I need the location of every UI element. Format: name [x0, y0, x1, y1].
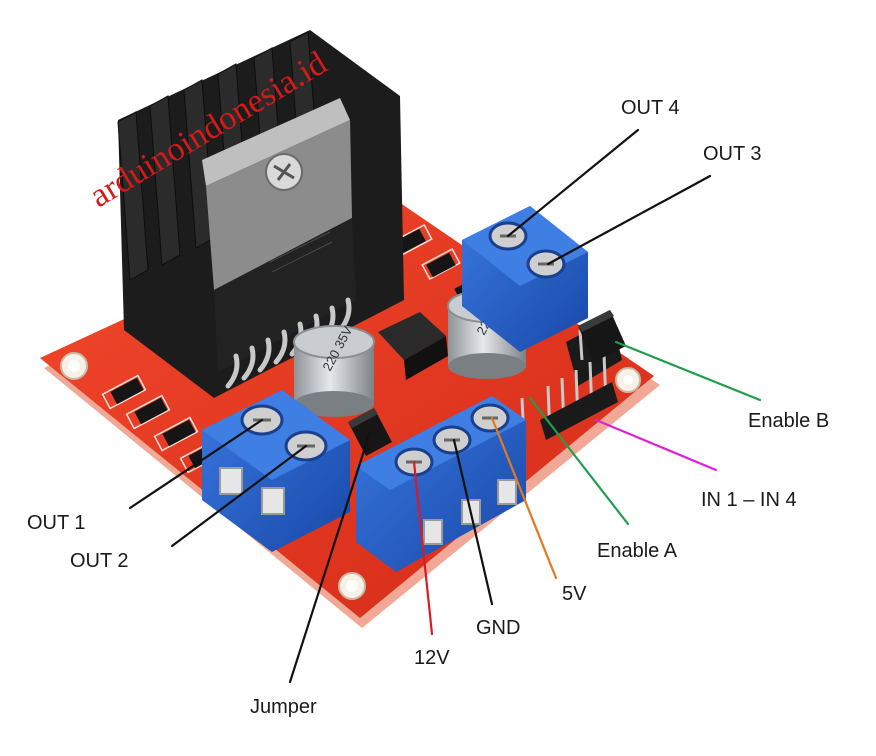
leader-enable-b: [614, 340, 762, 402]
l298n-chip: [214, 218, 356, 372]
leader-5v: [490, 416, 558, 580]
leader-out4: [506, 128, 640, 238]
capacitor-left: 220 35V: [293, 323, 375, 417]
label-gnd: GND: [476, 617, 521, 639]
leader-out3: [546, 174, 712, 266]
label-out1: OUT 1: [27, 512, 86, 534]
label-in1-in4: IN 1 – IN 4: [701, 489, 797, 511]
leader-12v: [412, 460, 434, 636]
terminal-block-out3-out4: [462, 206, 588, 352]
leader-jumper: [288, 430, 372, 684]
leader-in1-in4: [594, 418, 718, 472]
label-5v: 5V: [562, 583, 587, 605]
jumper-cap-right: [578, 310, 626, 362]
label-out4: OUT 4: [621, 97, 680, 119]
label-jumper: Jumper: [250, 696, 317, 718]
terminal-block-power: [356, 396, 526, 572]
leader-out1: [128, 418, 264, 510]
label-enable-b: Enable B: [748, 410, 830, 432]
leader-gnd: [452, 438, 494, 606]
leader-lines: [128, 128, 762, 684]
leader-enable-a: [528, 396, 630, 526]
label-out3: OUT 3: [703, 143, 762, 165]
label-enable-a: Enable A: [597, 540, 678, 562]
label-12v: 12V: [414, 647, 450, 669]
voltage-regulator: [378, 312, 448, 380]
leader-out2: [170, 444, 308, 548]
label-out2: OUT 2: [70, 550, 129, 572]
